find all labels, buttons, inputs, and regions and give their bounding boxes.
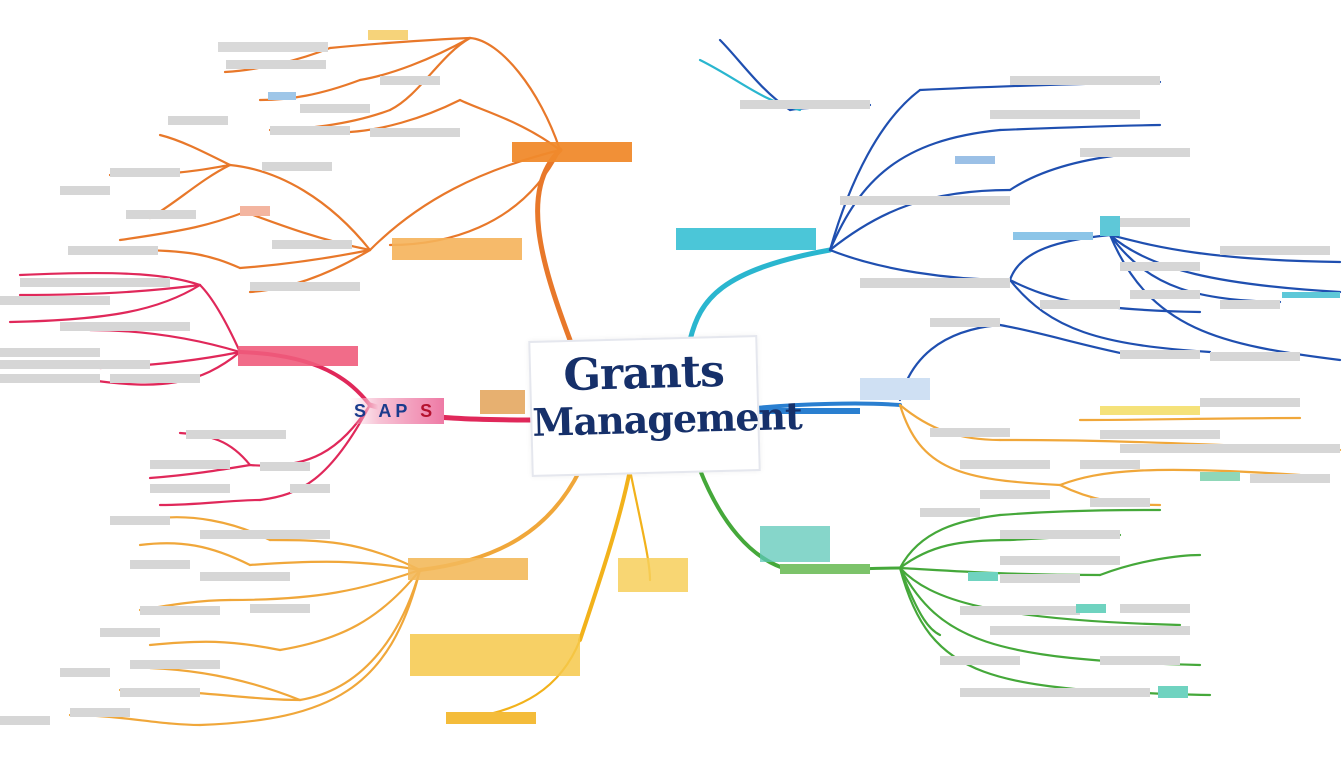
saps-ap: AP bbox=[378, 401, 412, 421]
saps-s: S bbox=[354, 401, 371, 421]
blue-labels bbox=[676, 76, 1340, 361]
gold-branch bbox=[468, 468, 652, 720]
amber-labels bbox=[0, 516, 528, 725]
blue-branch bbox=[687, 38, 1342, 402]
central-topic-line1: Grants bbox=[562, 345, 725, 402]
right-amber-branch bbox=[753, 401, 1342, 507]
orange-labels bbox=[60, 30, 632, 291]
saps-s2: S bbox=[420, 401, 437, 421]
central-topic-box: Grants Management bbox=[528, 335, 803, 477]
orange-branch bbox=[108, 36, 573, 343]
green-labels bbox=[760, 508, 1190, 698]
gold-labels bbox=[410, 558, 688, 724]
right-amber-labels bbox=[740, 378, 1340, 507]
amber-branch bbox=[68, 468, 582, 727]
central-topic-line2: Management bbox=[531, 392, 803, 445]
crimson-labels bbox=[0, 278, 525, 493]
saps-label: S AP S bbox=[350, 398, 444, 424]
